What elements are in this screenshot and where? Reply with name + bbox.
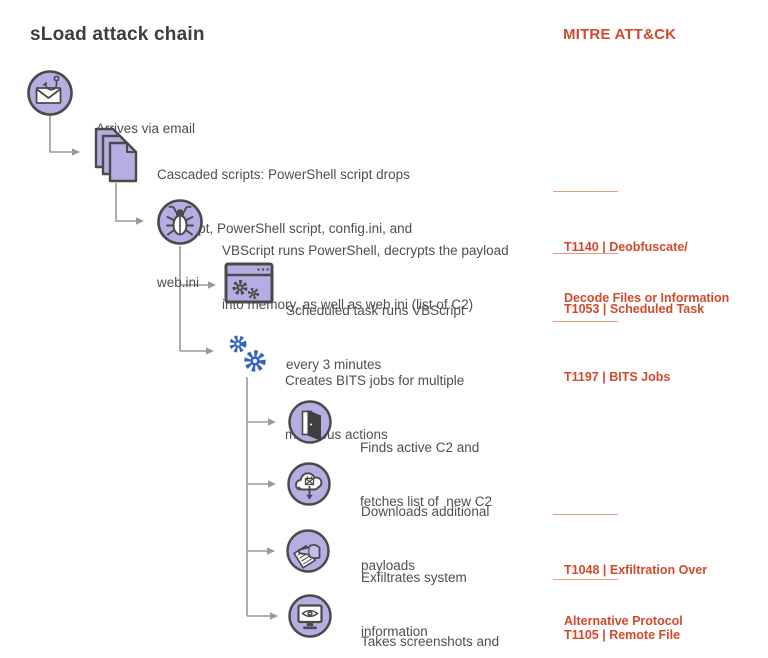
step-text-takes-screenshots: Takes screenshots and uploads to C2 xyxy=(361,634,500,649)
step-text-exfiltrates-info: Exfiltrates system information xyxy=(361,570,467,639)
mitre-rule xyxy=(553,321,618,322)
document-stack-icon xyxy=(93,127,141,189)
step-text-scheduled-task: Scheduled task runs VBScript every 3 min… xyxy=(286,303,465,372)
mitre-rule xyxy=(553,191,618,192)
monitor-eye-icon xyxy=(287,593,333,644)
mitre-entry-t1048: T1048 | Exfiltration Over Alternative Pr… xyxy=(553,514,753,658)
hand-document-icon xyxy=(285,528,331,579)
cloud-download-icon xyxy=(286,461,332,512)
step-text-vbscript-runs-powershell: VBScript runs PowerShell, decrypts the p… xyxy=(222,243,509,312)
phishing-email-icon xyxy=(26,69,74,122)
page-title: sLoad attack chain xyxy=(30,24,205,45)
blue-gears-icon xyxy=(226,332,270,381)
step-text-downloads-payloads: Downloads additional payloads xyxy=(361,504,490,573)
mitre-entry-t1053: T1053 | Scheduled Task xyxy=(553,253,753,352)
mitre-entry-t1105: T1105 | Remote File Copy xyxy=(553,579,753,658)
mitre-rule xyxy=(553,514,618,515)
mitre-rule xyxy=(553,253,618,254)
mitre-entry-t1197: T1197 | BITS Jobs xyxy=(553,321,753,420)
mitre-rule xyxy=(553,579,618,580)
app-window-gears-icon xyxy=(224,262,274,309)
bug-icon xyxy=(156,198,204,251)
mitre-attck-column-header: MITRE ATT&CK xyxy=(563,26,677,43)
mitre-entry-t1140: T1140 | Deobfuscate/ Decode Files or Inf… xyxy=(553,191,753,341)
step-text-finds-active-c2: Finds active C2 and fetches list of new … xyxy=(360,440,493,509)
open-door-icon xyxy=(287,399,333,450)
